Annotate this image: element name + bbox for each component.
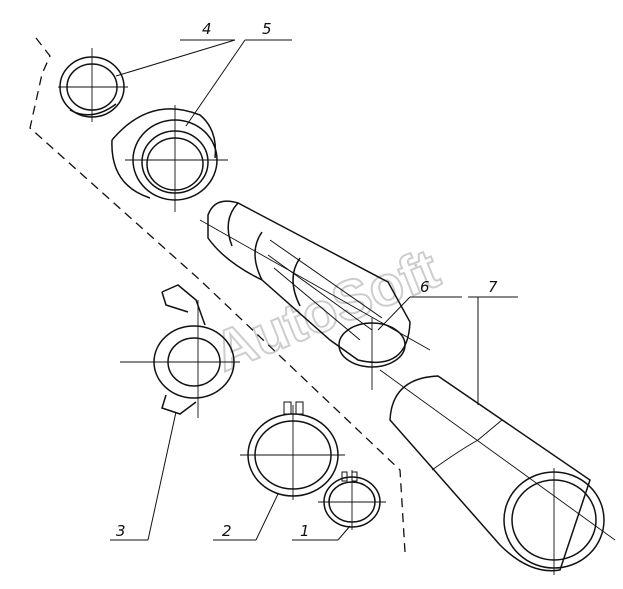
watermark: AutoSoft xyxy=(205,236,448,383)
part-5-large-bushing xyxy=(111,105,228,212)
callout-4: 4 xyxy=(202,20,212,38)
part-3-bracket-ring xyxy=(120,284,240,418)
callout-5: 5 xyxy=(262,20,272,38)
callout-6: 6 xyxy=(420,278,430,296)
part-6-splined-shaft xyxy=(199,200,431,390)
callout-3: 3 xyxy=(116,522,126,540)
part-1-small-circlip xyxy=(318,470,386,530)
part-7-tube xyxy=(379,369,616,575)
callout-1: 1 xyxy=(300,522,310,540)
callout-7: 7 xyxy=(488,278,498,296)
dashed-boundary xyxy=(29,37,406,553)
callout-leaders xyxy=(110,39,518,541)
callout-2: 2 xyxy=(222,522,232,540)
part-4-small-bushing xyxy=(58,48,128,122)
part-2-large-circlip xyxy=(240,401,345,500)
